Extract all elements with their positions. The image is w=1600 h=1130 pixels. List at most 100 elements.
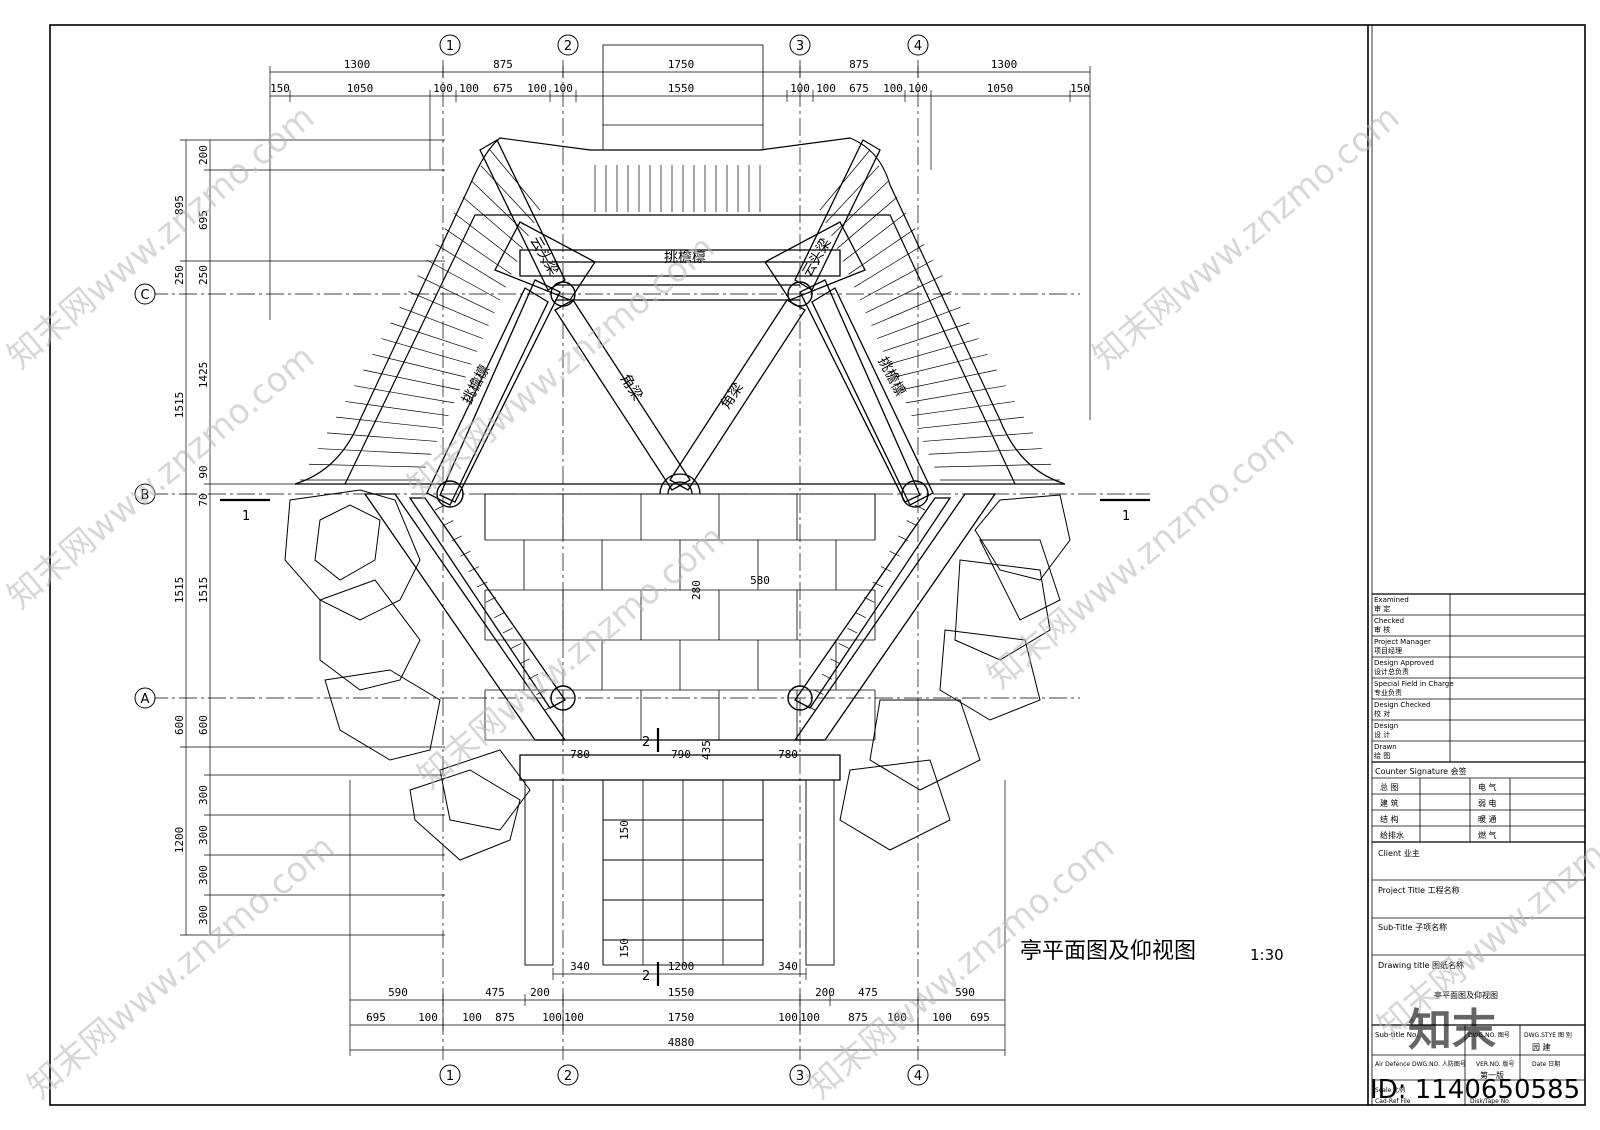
- dim-bot2-1: 100: [418, 1011, 438, 1024]
- dim-left1-0: 895: [173, 195, 186, 215]
- dim-top1-3: 875: [849, 58, 869, 71]
- column-c3: [787, 281, 813, 307]
- watermark-1: 知末网www.znzmo.com: [0, 97, 322, 376]
- axis-b: B: [141, 488, 150, 503]
- dim-top2-14: 150: [1070, 82, 1090, 95]
- column-b4: [901, 480, 929, 508]
- axis-3-top: 3: [796, 39, 804, 54]
- sub-title-label: Sub-Title 子项名称: [1378, 922, 1447, 932]
- dim-top2-10: 675: [849, 82, 869, 95]
- dim-left2-9: 300: [197, 825, 210, 845]
- dim-left1-4: 600: [173, 715, 186, 735]
- dim-inner-7: 150: [618, 938, 631, 958]
- outer-border: [49, 24, 1586, 1106]
- dim-bot2-9: 875: [848, 1011, 868, 1024]
- left-dimensions: [180, 139, 445, 936]
- axis-4-bottom: 4: [914, 1069, 922, 1084]
- dim-inner-1: 280: [690, 580, 703, 600]
- dim-left2-7: 600: [197, 715, 210, 735]
- top-projection: [602, 44, 764, 151]
- tb-row-en-6: Design: [1374, 722, 1398, 730]
- dim-bot2-0: 695: [366, 1011, 386, 1024]
- dim-inner-9: 1200: [668, 960, 695, 973]
- tb-row-en-1: Checked: [1374, 617, 1404, 625]
- dim-top2-11: 100: [883, 82, 903, 95]
- dim-top2-4: 675: [493, 82, 513, 95]
- dim-inner-8: 340: [570, 960, 590, 973]
- axis-c: C: [140, 288, 149, 303]
- dim-left2-10: 300: [197, 865, 210, 885]
- axis-2-top: 2: [564, 39, 572, 54]
- dim-top2-7: 1550: [668, 82, 695, 95]
- watermark-4: 知末网www.znzmo.com: [0, 337, 322, 616]
- axis-3-bottom: 3: [796, 1069, 804, 1084]
- dim-bot2-4: 100: [542, 1011, 562, 1024]
- tb-row-en-2: Project Manager: [1374, 638, 1431, 646]
- dim-top2-1: 1050: [347, 82, 374, 95]
- tb-row-en-5: Design Checked: [1374, 701, 1430, 709]
- dim-left2-4: 90: [197, 465, 210, 478]
- project-title-label: Project Title 工程名称: [1378, 885, 1460, 895]
- tb-row-cn-5: 校 对: [1374, 709, 1390, 718]
- dim-inner-4: 780: [778, 748, 798, 761]
- label-tiaoyan-top: 挑檐檩: [664, 249, 706, 266]
- dim-left2-6: 1515: [197, 577, 210, 604]
- section-1-left: 1: [242, 509, 250, 524]
- watermark-7: 知末网www.znzmo.com: [20, 827, 342, 1106]
- sign-structure: 结 构: [1380, 814, 1399, 824]
- dim-left2-1: 695: [197, 210, 210, 230]
- roof-eaves: [294, 137, 1066, 485]
- subtitle-no: Sub-title No.: [1375, 1031, 1418, 1039]
- dim-bot2-3: 875: [495, 1011, 515, 1024]
- axis-bubbles: [134, 34, 929, 1086]
- tb-row-en-4: Special Field in Charge: [1374, 680, 1454, 688]
- axis-1-bottom: 1: [446, 1069, 454, 1084]
- dim-top1-1: 875: [493, 58, 513, 71]
- dim-top2-6: 100: [553, 82, 573, 95]
- dim-bot2-5: 100: [564, 1011, 584, 1024]
- dim-top1-2: 1750: [668, 58, 695, 71]
- label-jiaoliang-left: 角梁: [617, 371, 646, 403]
- sign-hvac: 暖 通: [1478, 814, 1497, 824]
- sign-gas: 燃 气: [1478, 830, 1497, 840]
- watermark-logo: 知末: [1408, 1005, 1496, 1056]
- tb-row-cn-1: 审 核: [1374, 625, 1390, 634]
- dim-bot1-5: 475: [858, 986, 878, 999]
- counter-signature: Counter Signature 会签: [1375, 766, 1467, 776]
- dim-left2-2: 250: [197, 265, 210, 285]
- dim-top2-2: 100: [433, 82, 453, 95]
- sign-electrical: 电 气: [1478, 782, 1497, 792]
- cad-ref: Cad-Ref File: [1375, 1098, 1411, 1105]
- dim-inner-5: 435: [700, 740, 713, 760]
- tb-row-en-7: Drawn: [1374, 743, 1397, 751]
- section-2-top: 2: [642, 735, 650, 750]
- date-label: Date 日期: [1532, 1060, 1560, 1068]
- bottom-dimensions: [349, 780, 1006, 1056]
- tb-row-cn-4: 专业负责: [1374, 688, 1402, 697]
- watermark-id: ID: 1140650585: [1370, 1075, 1580, 1105]
- tb-row-cn-2: 项目经理: [1374, 646, 1402, 655]
- entrance-steps: [524, 779, 835, 966]
- dim-left1-1: 250: [173, 265, 186, 285]
- axis-1-top: 1: [446, 39, 454, 54]
- label-yuntou-right: 云头梁: [800, 236, 835, 280]
- dim-left1-3: 1515: [173, 577, 186, 604]
- dim-bot2-8: 100: [800, 1011, 820, 1024]
- rocks: [284, 489, 1071, 861]
- axis-a: A: [141, 692, 150, 707]
- dim-bot2-7: 100: [778, 1011, 798, 1024]
- sign-general: 总 图: [1380, 782, 1399, 792]
- dim-left1-2: 1515: [173, 392, 186, 419]
- column-b1: [436, 480, 464, 508]
- watermark-6: 知末网www.znzmo.com: [980, 417, 1302, 696]
- dim-left2-0: 200: [197, 145, 210, 165]
- dim-top2-9: 100: [816, 82, 836, 95]
- label-tiaoyan-left: 挑檐檩: [459, 362, 494, 407]
- tb-row-cn-7: 绘 图: [1374, 751, 1390, 760]
- drawing-title: 亭平面图及仰视图: [1020, 939, 1196, 964]
- sign-architecture: 建 筑: [1380, 798, 1399, 808]
- dwg-style-value: 园 建: [1532, 1042, 1551, 1052]
- dim-inner-0: 580: [750, 574, 770, 587]
- client-label: Client 业主: [1378, 848, 1420, 858]
